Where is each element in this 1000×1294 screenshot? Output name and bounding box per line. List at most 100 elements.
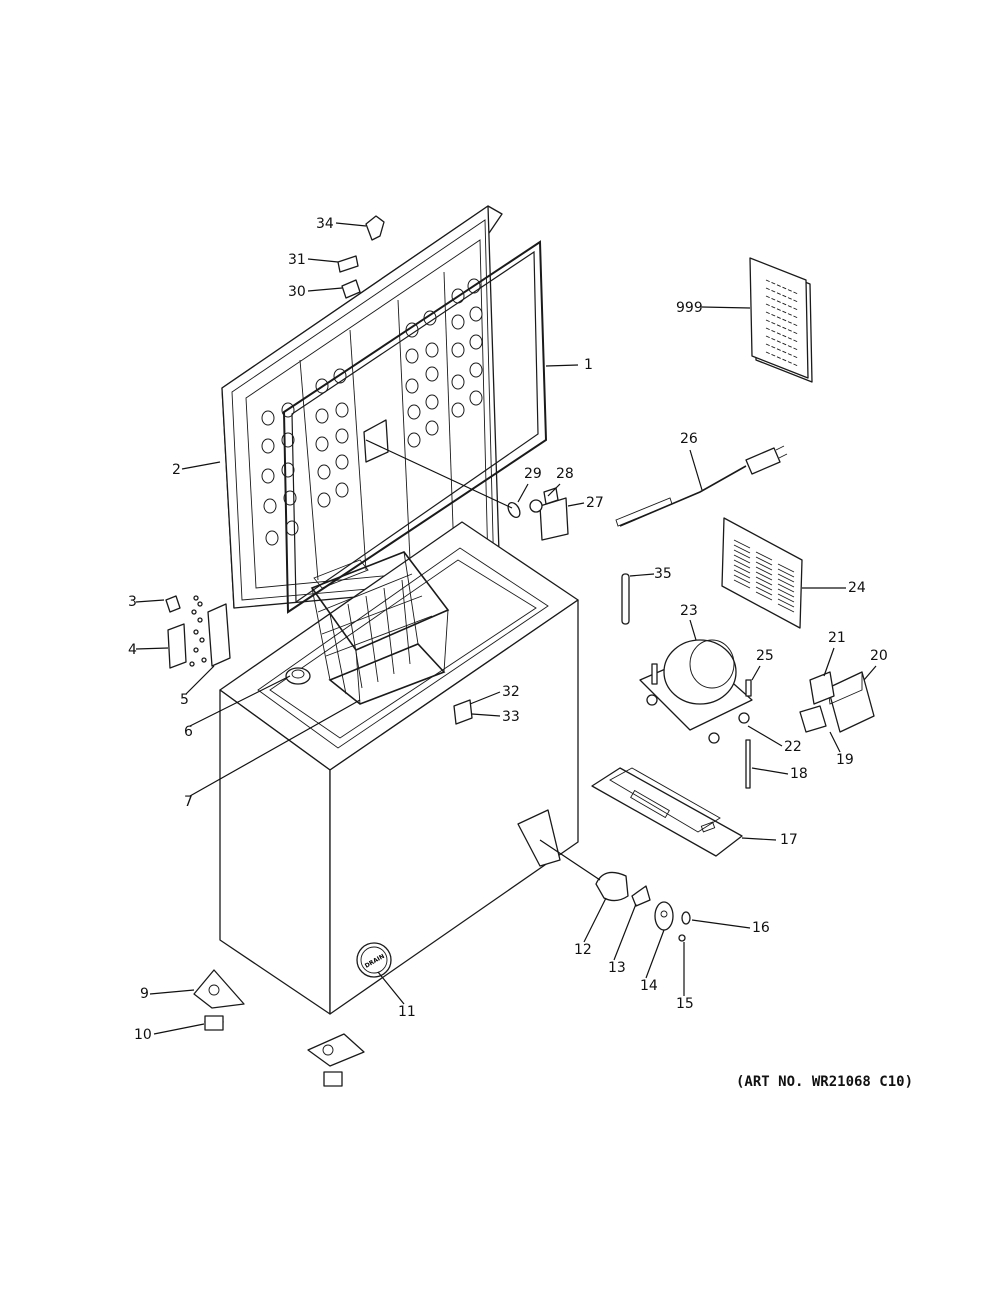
power-cord-part — [615, 445, 788, 527]
callout-14: 14 — [640, 978, 658, 994]
lid-dimple — [451, 374, 465, 390]
lid-dimple — [451, 342, 465, 358]
callout-16: 16 — [752, 920, 770, 936]
vent-slot — [777, 578, 795, 588]
leader-10 — [153, 1023, 205, 1035]
leader-22 — [747, 725, 783, 747]
lid-dimple — [425, 342, 439, 358]
leader-26 — [689, 449, 703, 491]
vent-slot — [755, 581, 773, 591]
hinge-screw — [197, 617, 203, 623]
drain-cap-part — [285, 667, 311, 685]
lid-dimple — [261, 468, 275, 484]
hinge-screw — [199, 637, 205, 643]
hinge-screw — [193, 595, 199, 601]
callout-1: 1 — [584, 357, 593, 373]
lid-part — [221, 205, 503, 609]
leader-12 — [583, 897, 607, 943]
leader-9 — [149, 989, 195, 995]
callout-21: 21 — [828, 630, 846, 646]
lid-dimple — [407, 404, 421, 420]
lid-dimple — [451, 402, 465, 418]
vent-slot — [777, 593, 795, 603]
lid-dimple — [405, 348, 419, 364]
drain-plug-part: DRAIN — [356, 942, 392, 978]
leader-32 — [469, 691, 501, 705]
relay-parts — [745, 671, 875, 789]
leader-11 — [377, 971, 405, 1005]
leader-lines — [135, 222, 877, 1035]
leader-6 — [189, 675, 291, 727]
lid-dimple — [335, 482, 349, 498]
leader-31 — [307, 258, 339, 263]
vent-slot — [777, 588, 795, 598]
vent-slot — [755, 561, 773, 571]
callout-22: 22 — [784, 739, 802, 755]
leader-7 — [189, 699, 361, 797]
callout-2: 2 — [172, 462, 181, 478]
vent-slot — [755, 551, 773, 561]
base-plate-part — [591, 767, 743, 857]
leader-5 — [185, 665, 215, 695]
callout-33: 33 — [502, 709, 520, 725]
vent-slot — [777, 563, 795, 573]
basket-part — [310, 551, 450, 705]
light-assembly-parts — [507, 487, 569, 541]
leader-27 — [567, 502, 585, 507]
compressor-part — [639, 639, 753, 744]
lid-dimple — [315, 436, 329, 452]
lid-dimple — [261, 438, 275, 454]
leg-parts — [193, 969, 365, 1087]
hinge-parts — [165, 595, 231, 669]
leader-35 — [629, 573, 655, 577]
lid-dimple — [425, 420, 439, 436]
callout-31: 31 — [288, 252, 306, 268]
rear-cover-part — [721, 517, 803, 629]
hinge-screw — [193, 629, 199, 635]
hinge-screw — [191, 609, 197, 615]
callout-32: 32 — [502, 684, 520, 700]
lid-dimple — [425, 366, 439, 382]
vent-slot — [755, 586, 773, 596]
callout-9: 9 — [140, 986, 149, 1002]
leader-4 — [135, 647, 169, 650]
leader-17 — [741, 837, 777, 841]
vent-slot — [777, 583, 795, 593]
lid-dimple — [469, 390, 483, 406]
lid-dimple — [469, 306, 483, 322]
leader-20 — [863, 665, 877, 681]
callout-10: 10 — [134, 1027, 152, 1043]
leader-14 — [645, 929, 665, 979]
callout-30: 30 — [288, 284, 306, 300]
hinge-screw — [197, 601, 203, 607]
callout-35: 35 — [654, 566, 672, 582]
vent-slot — [755, 576, 773, 586]
lid-dimple — [317, 464, 331, 480]
literature-part — [749, 257, 813, 383]
lid-dimple — [469, 334, 483, 350]
callout-28: 28 — [556, 466, 574, 482]
leader-13 — [613, 903, 637, 961]
lid-dimple — [317, 492, 331, 508]
callout-29: 29 — [524, 466, 542, 482]
vent-slot — [755, 556, 773, 566]
art-number-label: (ART NO. WR21068 C10) — [736, 1074, 914, 1090]
leader-21 — [823, 647, 835, 677]
lid-dimple — [425, 394, 439, 410]
vent-slot — [733, 544, 751, 554]
hinge-screws — [189, 595, 207, 667]
lid-dimple — [261, 410, 275, 426]
callout-23: 23 — [680, 603, 698, 619]
vent-slot — [733, 569, 751, 579]
lid-dimple — [315, 408, 329, 424]
leader-thermostat-to-cabinet — [539, 839, 601, 881]
callout-25: 25 — [756, 648, 774, 664]
callout-999: 999 — [676, 300, 703, 316]
leader-2 — [181, 461, 221, 470]
leader-16 — [691, 919, 751, 929]
callout-3: 3 — [128, 594, 137, 610]
callout-7: 7 — [184, 794, 193, 810]
hinge-screw — [189, 661, 195, 667]
leader-28 — [547, 483, 561, 497]
